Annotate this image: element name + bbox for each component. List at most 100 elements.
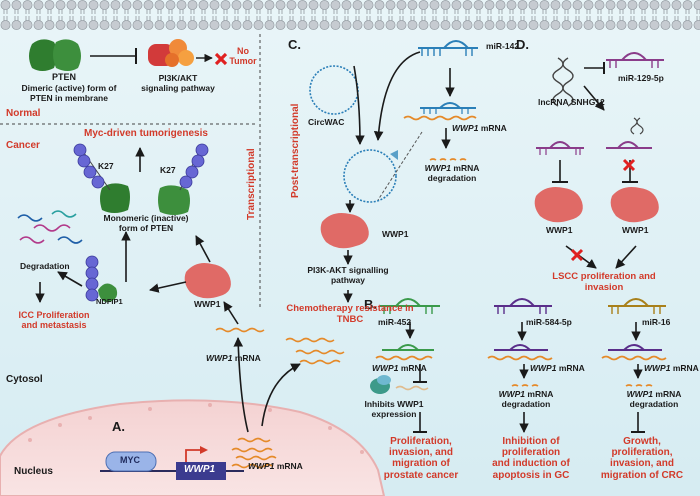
icc-line2: and metastasis (21, 320, 87, 331)
k27-right-label: K27 (160, 165, 176, 175)
outcome2-line3: and induction of (492, 458, 570, 470)
circwac-bound-ring (343, 149, 397, 203)
myc-protein (105, 451, 157, 472)
outcome3-line4: migration of CRC (600, 469, 684, 481)
wwp1-mrna-label-b3: WWP1 mRNA (644, 363, 699, 374)
outcome2-line2: proliferation (501, 447, 561, 459)
ndfip1-label: NDFIP1 (96, 297, 123, 306)
deg-b3-line2: degradation (629, 398, 679, 409)
no-tumor-line2: Tumor (229, 56, 257, 67)
mir452-label: miR-452 (378, 317, 412, 327)
ndfip1-pten (98, 283, 118, 303)
mir16-duplex (601, 344, 667, 361)
wwp1-label-d-left: WWP1 (546, 225, 573, 235)
block-x-d-bottom (570, 248, 584, 262)
mir452-duplex (375, 344, 434, 361)
wwp1-mrna-label-cytosol: WWP1 mRNA (206, 353, 261, 364)
degraded-mrna-c (429, 158, 467, 161)
ub-chain-right (179, 143, 209, 191)
mir142-mrna-duplex (403, 102, 477, 121)
icc-line1: ICC Proliferation (18, 310, 90, 320)
b2-suffix: mRNA (556, 363, 585, 373)
outcome2-line1: Inhibition of (502, 436, 560, 447)
pten-description: Dimeric (active) form of PTEN in membran… (14, 83, 124, 104)
wwp1-mrna-italic: WWP1 (206, 353, 233, 363)
circwac-ring (309, 65, 359, 115)
nucleus (0, 399, 386, 496)
mir584-duplex (487, 344, 553, 361)
wwp1-gene-label: WWP1 (184, 464, 216, 475)
pi3k-akt-signalling-label: PI3K-AKT signalling pathway (296, 265, 400, 286)
outcome-prostate: Proliferation, invasion, and migration o… (366, 436, 476, 481)
no-tumor-line1: No (237, 46, 249, 56)
ribosome-icon (370, 375, 391, 394)
mir142-to-circwac-arrow (373, 51, 421, 141)
pten-dimer (29, 39, 81, 71)
cell-membrane (0, 0, 700, 30)
lncrna-snhg12-label: lncRNA SNHG12 (538, 97, 605, 107)
outcome-gc: Inhibition of proliferation and inductio… (476, 436, 586, 481)
b3-suffix: mRNA (670, 363, 699, 373)
pten-monomer-left (100, 183, 130, 213)
myc-tumorigenesis-label: Myc-driven tumorigenesis (84, 128, 208, 139)
wwp1-mrna-label-b1: WWP1 mRNA (372, 363, 427, 374)
degradation-label-b3: WWP1 mRNA degradation (612, 389, 696, 410)
icc-outcome-label: ICC Proliferation and metastasis (6, 310, 102, 331)
b1-suffix: mRNA (398, 363, 427, 373)
mir129 (606, 52, 664, 68)
degradation-label-b2: WWP1 mRNA degradation (484, 389, 568, 410)
inhibits-wwp1-label: Inhibits WWP1 expression (354, 399, 434, 420)
mir129-right (606, 117, 652, 149)
no-tumor-label: No Tumor (228, 46, 258, 67)
export-arrow-left (233, 337, 249, 433)
outcome1-line2: invasion, and (389, 447, 453, 459)
wwp1-mrna-italic-c: WWP1 (452, 123, 479, 133)
wwp1-label-cancer: WWP1 (194, 299, 221, 309)
mir584-label: miR-584-5p (526, 317, 572, 327)
pi3k-akt-label: PI3K/AKT signaling pathway (138, 73, 218, 94)
wwp1-label-d-right: WWP1 (622, 225, 649, 235)
mir16-label: miR-16 (642, 317, 671, 327)
deg-c-italic: WWP1 (424, 163, 452, 173)
dashed-link-c (377, 131, 423, 201)
block-x-icon (214, 52, 228, 66)
mir16 (608, 298, 666, 314)
myc-label: MYC (120, 455, 140, 465)
pten-desc-line2: PTEN in membrane (30, 92, 108, 103)
post-transcriptional-label: Post-transcriptional (290, 103, 301, 198)
deg-b2-suffix: mRNA (525, 389, 554, 399)
outcome1-line4: prostate cancer (383, 469, 459, 481)
panel-label-c: C. (288, 37, 301, 52)
wwp1-label-c: WWP1 (382, 229, 409, 239)
tnbc-line1: Chemotherapy resistance in (286, 303, 414, 314)
pi3k-line1: PI3K/AKT (158, 73, 198, 83)
deg-b2-italic: WWP1 (498, 389, 526, 399)
cytoplasmic-mrna-cluster (215, 327, 345, 365)
pten-monomer-right (158, 185, 190, 215)
normal-label: Normal (6, 108, 41, 119)
monomeric-line2: form of PTEN (118, 222, 174, 233)
mir142-label: miR-142 (486, 41, 520, 51)
wwp1-mrna-label-nucleus: WWP1 mRNA (248, 461, 303, 472)
pten-label: PTEN (52, 72, 77, 82)
degraded-fragments (17, 210, 83, 244)
ub-to-degradation-arrow (57, 271, 83, 287)
pi3k-line2: signaling pathway (141, 82, 215, 93)
b1-italic: WWP1 (372, 363, 399, 373)
b3-italic: WWP1 (644, 363, 671, 373)
panel-label-d: D. (516, 37, 529, 52)
wwp1-protein-c (320, 213, 369, 249)
wwp1-mrna-label-b2: WWP1 mRNA (530, 363, 585, 374)
outcome1-line3: migration of (392, 458, 450, 470)
mir584 (494, 298, 552, 314)
inhibits-line2: expression (371, 408, 417, 419)
cytosol-label: Cytosol (6, 374, 43, 385)
monomeric-line1: Monomeric (inactive) (103, 213, 189, 223)
wwp1-mrna-italic-n: WWP1 (248, 461, 275, 471)
mrna-to-wwp1-arrow (223, 301, 239, 325)
wwp1-to-pten-arrow (195, 235, 211, 263)
outcome-crc: Growth, proliferation, invasion, and mig… (586, 436, 698, 481)
outcome2-line4: apoptosis in GC (492, 469, 570, 481)
panel-label-a: A. (112, 419, 125, 434)
